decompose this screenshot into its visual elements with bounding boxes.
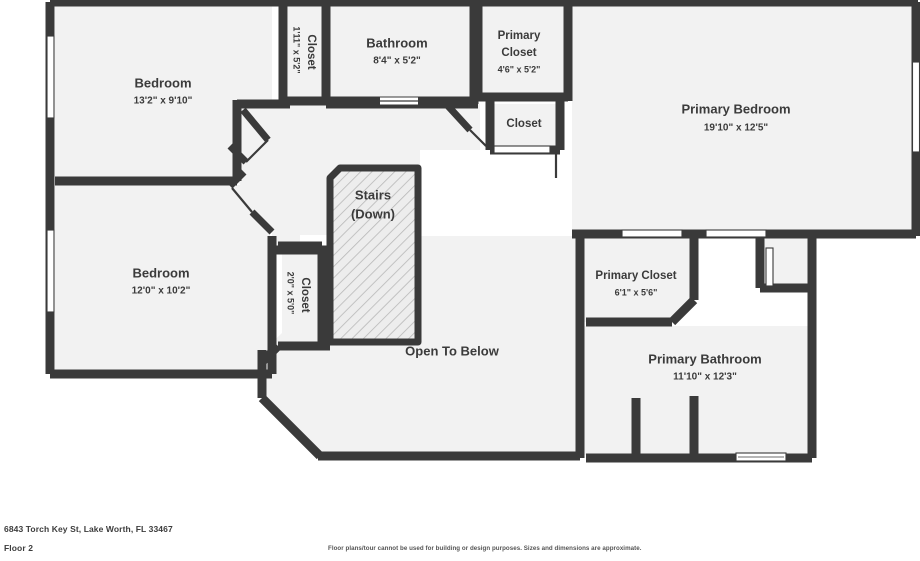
room-label-open-to-below-name: Open To Below [405,343,500,358]
room-label-bedroom-2-name: Bedroom [132,265,189,280]
room-label-bathroom-dim: 8'4" x 5'2" [373,56,421,67]
room-label-primary-bathroom-name: Primary Bathroom [648,351,761,366]
floor-plan-drawing: Bedroom 13'2" x 9'10" Bedroom 12'0" x 10… [45,0,920,463]
room-label-bedroom-2-dim: 12'0" x 10'2" [132,286,191,297]
room-label-closet-small-name: Closet [506,118,541,130]
doors [227,97,558,235]
room-label-bedroom-1-name: Bedroom [134,75,191,90]
room-label-primary-closet-s-name: Primary Closet [595,270,676,282]
room-label-primary-closet-s-dim: 6'1" x 5'6" [615,287,658,297]
room-labels: Bedroom 13'2" x 9'10" Bedroom 12'0" x 10… [132,26,791,382]
room-label-primary-bathroom-dim: 11'10" x 12'3" [673,372,737,383]
property-address: 6843 Torch Key St, Lake Worth, FL 33467 [4,524,173,534]
room-label-primary-closet-n-dim: 4'6" x 5'2" [498,64,541,74]
room-label-stairs-name: Stairs [355,187,391,202]
windows [46,35,920,462]
room-label-primary-closet-n-name2: Closet [501,47,536,59]
room-label-bathroom-name: Bathroom [366,35,427,50]
walls [45,0,920,463]
room-label-closet-mid-name: Closet [299,277,311,312]
floor-label: Floor 2 [4,543,34,553]
room-label-bedroom-1-dim: 13'2" x 9'10" [134,96,193,107]
room-label-primary-closet-n-name1: Primary [498,30,541,42]
room-label-closet-top-dim: 1'11" x 5'2" [292,26,302,73]
disclaimer-text: Floor plans/tour cannot be used for buil… [328,545,642,552]
room-label-closet-top-name: Closet [305,34,317,69]
room-label-primary-bedroom-dim: 19'10" x 12'5" [704,123,769,134]
room-label-primary-bedroom-name: Primary Bedroom [681,101,790,116]
stairs-area [326,164,422,346]
room-label-closet-mid-dim: 2'0" x 5'0" [286,272,296,315]
footer: 6843 Torch Key St, Lake Worth, FL 33467 … [0,500,920,561]
room-label-stairs-dim: (Down) [351,206,395,221]
